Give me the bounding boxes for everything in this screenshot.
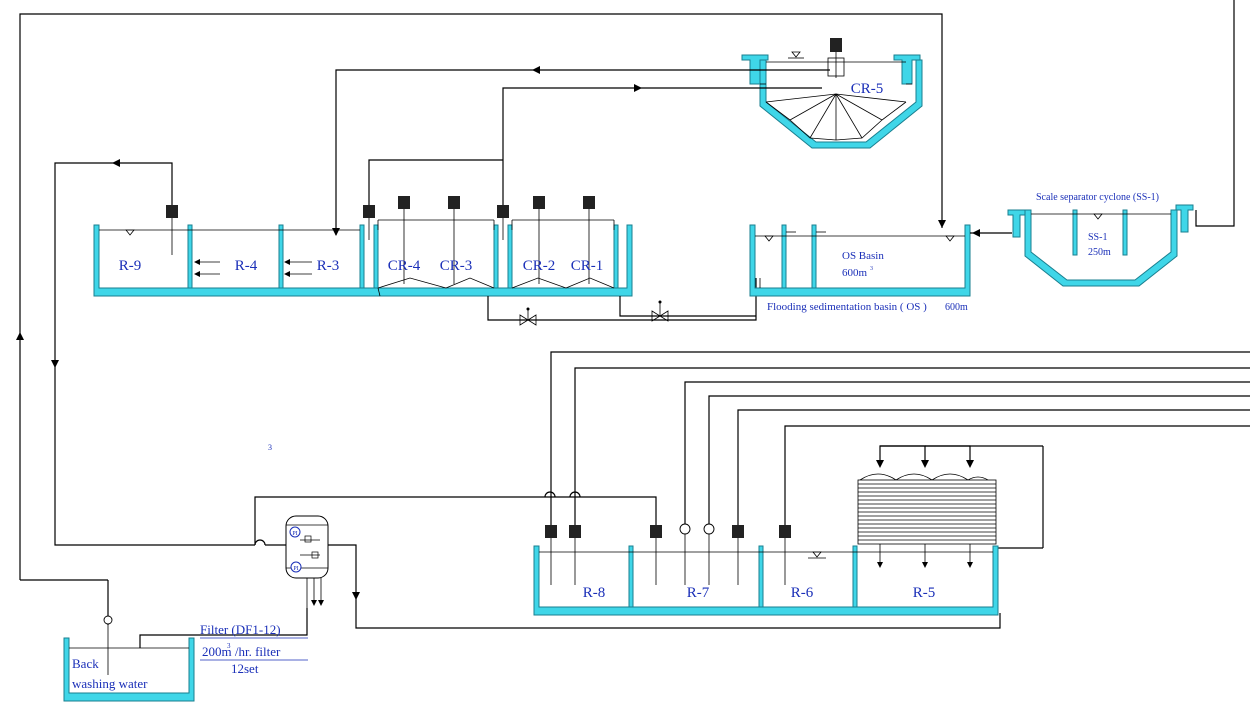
- gauge-r7-a: [679, 523, 691, 535]
- mixer-cr1: [583, 196, 595, 209]
- label-cr5: CR-5: [851, 81, 884, 97]
- label-r7: R-7: [687, 585, 710, 601]
- mixer-cr2-inlet: [497, 205, 509, 218]
- label-os-basin: OS Basin: [842, 250, 884, 262]
- label-cr2: CR-2: [523, 258, 556, 274]
- cr5-outlet-pipes: [332, 66, 830, 236]
- label-r3: R-3: [317, 258, 340, 274]
- lower-row-equipment: [545, 523, 791, 585]
- lower-feed-pipes: [550, 351, 1250, 549]
- label-cr1: CR-1: [571, 258, 604, 274]
- main-row-mixers: [166, 196, 595, 284]
- sludge-valve-line: [487, 278, 757, 326]
- main-reactor-train: [93, 219, 633, 297]
- back-washing-tank: [63, 615, 195, 702]
- label-os-caption-volume: 600m: [945, 302, 968, 313]
- label-os-caption: Flooding sedimentation basin ( OS ): [767, 301, 927, 313]
- filter-unit: [139, 515, 1001, 648]
- label-ss-volume: 250m: [1088, 247, 1111, 258]
- label-r5: R-5: [913, 585, 936, 601]
- label-os-volume: 600m: [842, 267, 868, 279]
- label-cr4: CR-4: [388, 258, 421, 274]
- ss1-cyclone: [1007, 204, 1194, 287]
- filter-rate-superscript: 3: [227, 642, 231, 650]
- label-r4: R-4: [235, 258, 258, 274]
- mixer-r8-b: [569, 525, 581, 538]
- label-cr3: CR-3: [440, 258, 473, 274]
- labels: R-9 R-4 R-3 CR-4 CR-3 CR-2 CR-1 CR-5 OS …: [72, 81, 1159, 691]
- label-r6: R-6: [791, 585, 814, 601]
- label-ss-title: Scale separator cyclone (SS-1): [1036, 192, 1159, 203]
- top-return-pipe: [16, 13, 946, 625]
- mixer-cr4: [398, 196, 410, 209]
- gauge-r7-b: [703, 523, 715, 535]
- mixer-r6: [779, 525, 791, 538]
- pi-top: PI: [292, 531, 297, 537]
- stray-mark: 3: [268, 443, 272, 452]
- cooling-tower: [857, 473, 997, 568]
- mixer-cr3: [448, 196, 460, 209]
- label-filter-sets: 12set: [231, 661, 259, 676]
- label-ss-name: SS-1: [1088, 232, 1107, 243]
- filter-caption-lines: [200, 637, 308, 661]
- os-volume-superscript: 3: [870, 266, 873, 272]
- label-filter-title: Filter (DF1-12): [200, 622, 281, 637]
- os-basin: [749, 224, 1012, 297]
- label-filter-rate: 200m /hr. filter: [202, 644, 281, 659]
- label-back-line1: Back: [72, 656, 99, 671]
- mixer-cr2: [533, 196, 545, 209]
- ss-inlet-pipe: [1195, 0, 1235, 227]
- mixer-r7-b: [732, 525, 744, 538]
- label-back-line2: washing water: [72, 676, 148, 691]
- mixer-r8-a: [545, 525, 557, 538]
- label-r8: R-8: [583, 585, 606, 601]
- left-return-pipe: [51, 159, 657, 546]
- mixer-cr4-inlet: [363, 205, 375, 218]
- mixer-r9: [166, 205, 178, 218]
- pi-bottom: PI: [293, 566, 298, 572]
- label-r9: R-9: [119, 258, 142, 274]
- mixer-r7-a: [650, 525, 662, 538]
- cr5-clarifier: [741, 38, 923, 149]
- lower-reactor-train: [533, 545, 999, 616]
